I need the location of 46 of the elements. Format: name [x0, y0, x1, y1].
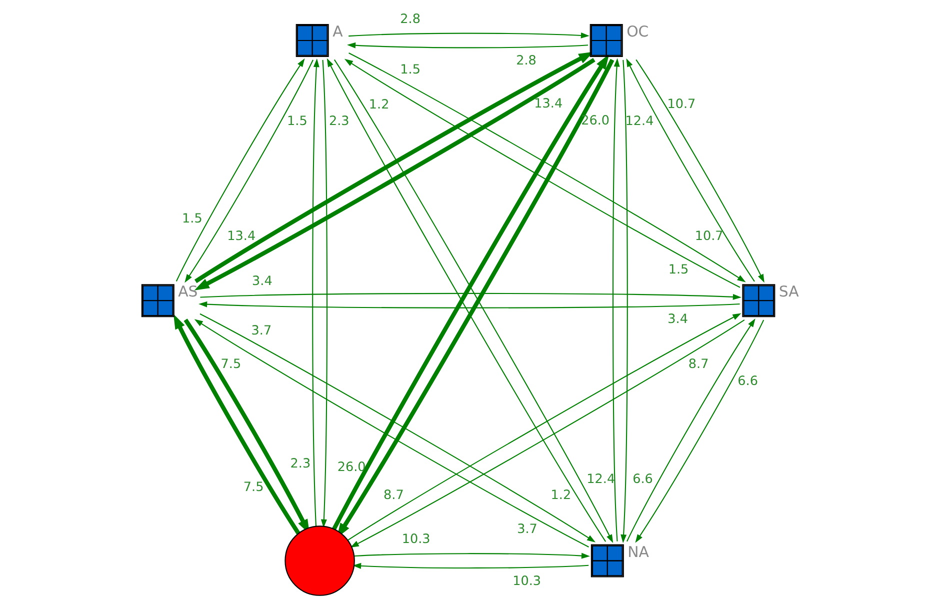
edge-label: 12.4 — [625, 114, 654, 130]
edge-label: 2.8 — [516, 54, 536, 69]
edge-label: 6.6 — [738, 374, 758, 390]
edge-label: 13.4 — [227, 229, 256, 244]
edge-label: 1.2 — [368, 98, 390, 113]
edge-label: 3.7 — [251, 324, 272, 339]
edge-label: 10.7 — [667, 96, 696, 112]
edge-label: 3.4 — [668, 312, 688, 327]
arrow — [312, 58, 320, 526]
edge-label: 2.3 — [328, 114, 350, 129]
edge-label: 6.6 — [632, 472, 653, 487]
arrow — [348, 32, 590, 38]
edge-label: 1.5 — [287, 114, 308, 130]
arrow — [200, 292, 742, 300]
edge-label: 3.7 — [517, 522, 538, 537]
edge-label: 7.5 — [243, 480, 264, 496]
edge-label: 13.4 — [534, 96, 563, 112]
edge-label: 1.2 — [550, 488, 572, 504]
node-label: AS — [178, 282, 198, 301]
arrow — [612, 58, 620, 542]
node-label: SA — [778, 282, 799, 301]
edge-label: 26.0 — [337, 460, 366, 476]
edge-label: 8.7 — [384, 488, 404, 504]
edge-label: 1.5 — [182, 212, 202, 227]
node-label: OC — [626, 22, 649, 40]
arrow — [320, 60, 328, 528]
edge-label: 26.0 — [581, 114, 610, 129]
edge-label: 3.4 — [252, 274, 272, 289]
edge-label: 10.7 — [694, 228, 724, 244]
edge-label: 10.3 — [512, 574, 542, 590]
arrow — [347, 42, 588, 48]
arrow — [198, 301, 740, 308]
arrow — [352, 562, 589, 569]
arrow — [354, 552, 590, 559]
edge-label: 10.3 — [402, 532, 430, 548]
arrow — [620, 60, 628, 544]
edge-label: 2.8 — [400, 12, 420, 27]
node-label: NA — [628, 542, 649, 561]
edge-label: 1.5 — [400, 62, 420, 78]
edge-label: 2.3 — [290, 456, 311, 472]
node-label: A — [332, 22, 343, 40]
edge-label: 1.5 — [668, 262, 689, 278]
edge-label: 7.5 — [220, 357, 242, 372]
edge-label: 8.7 — [688, 356, 709, 372]
arrow — [173, 314, 300, 534]
node-circle — [284, 526, 355, 596]
